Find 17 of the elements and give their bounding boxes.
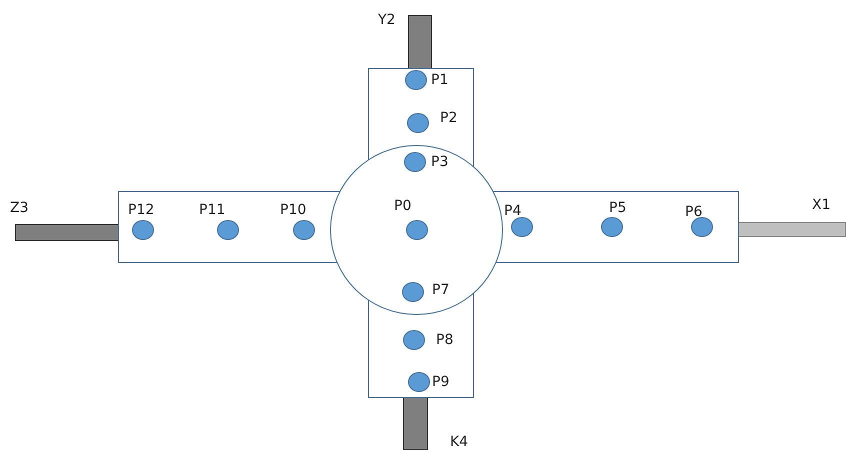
point-label: P7	[432, 282, 450, 298]
point-label: P4	[504, 203, 522, 219]
point-label: P12	[128, 202, 154, 218]
point-label: P5	[609, 200, 626, 216]
point-label: P2	[440, 110, 458, 126]
point-label: P9	[432, 374, 450, 390]
point-label: P1	[431, 72, 448, 88]
point-label: P11	[199, 202, 226, 218]
point-label: P10	[280, 202, 306, 218]
port-label: Z3	[10, 200, 28, 216]
point-label: P8	[436, 332, 454, 348]
point-label: P6	[685, 204, 702, 220]
point-label: P3	[431, 154, 448, 170]
port-label: X1	[812, 197, 830, 213]
point-label: P0	[394, 198, 412, 214]
port-label: K4	[450, 434, 468, 450]
port-label: Y2	[378, 12, 396, 28]
